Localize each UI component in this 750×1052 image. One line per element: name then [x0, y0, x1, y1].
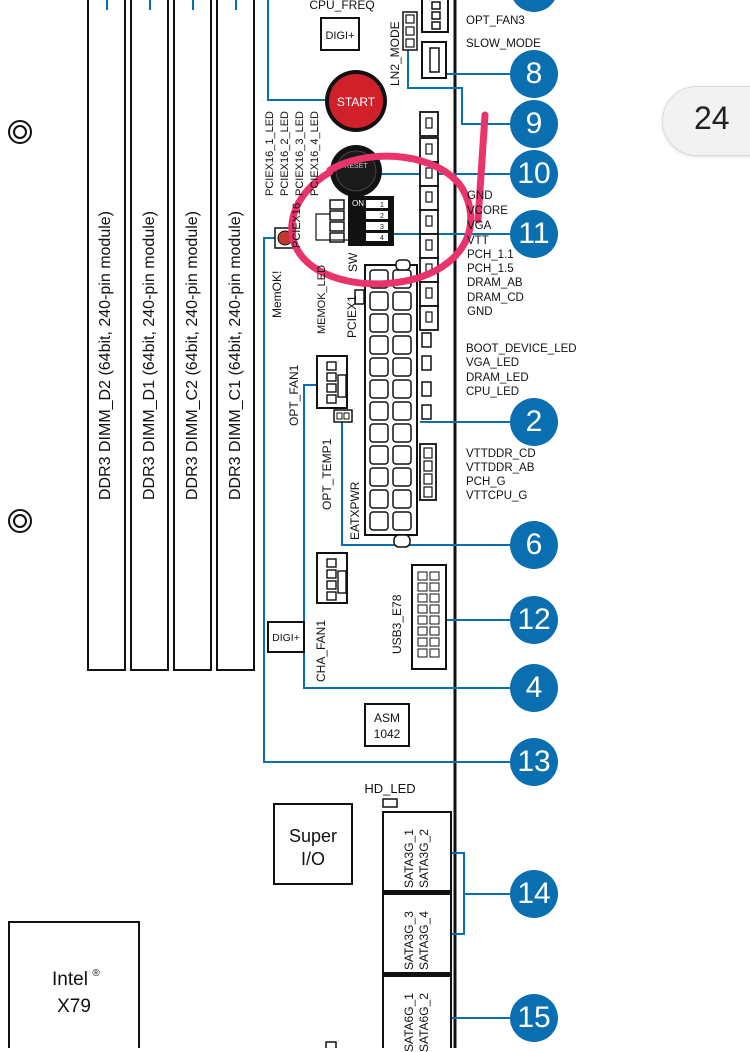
reset-button-label: RESET	[344, 163, 368, 170]
vttddr-cd-label: VTTDDR_CD	[466, 448, 536, 460]
dimm-c1-label: DDR3 DIMM_C1 (64bit, 240-pin module)	[227, 211, 244, 500]
start-button-label: START	[337, 95, 376, 109]
reset-button	[330, 145, 382, 197]
probe-vtt: VTT	[467, 235, 489, 247]
hd-led-label: HD_LED	[364, 781, 415, 796]
cha-fan1-label: CHA_FAN1	[314, 619, 328, 682]
x79-label: X79	[57, 996, 91, 1017]
probe-gnd-top: GND	[467, 190, 493, 202]
sata-connector-1-2	[382, 811, 452, 893]
callout-13: 13	[510, 738, 558, 786]
dip-pos-3: 3	[380, 224, 384, 231]
intel-x79-chip	[8, 921, 140, 1048]
vga-led-label: VGA_LED	[466, 357, 520, 369]
ln2-mode-label: LN2_MODE	[388, 21, 402, 86]
probe-dram-ab: DRAM_AB	[467, 277, 523, 289]
callout-15: 15	[510, 994, 558, 1042]
probe-vga: VGA	[467, 220, 492, 232]
usb3-header	[411, 564, 447, 670]
pciex16-1-led-label: PCIEX16_1_LED	[264, 111, 276, 196]
mounting-hole-icon	[8, 509, 32, 533]
start-button	[325, 70, 387, 132]
probe-pch-1-1: PCH_1.1	[467, 249, 514, 261]
dip-pos-4: 4	[380, 235, 384, 242]
dip-on-label: ON	[352, 199, 364, 208]
probe-vcore: VCORE	[467, 205, 508, 217]
cpu-led-label: CPU_LED	[466, 386, 520, 398]
super-io-label-2: I/O	[301, 849, 325, 869]
memok-label: MemOK!	[270, 270, 284, 318]
pciex1-label: PCIEX1	[345, 295, 359, 338]
dimm-slot-c2	[173, 0, 212, 671]
sata6g-1-label: SATA6G_1	[402, 993, 416, 1052]
dimm-d1-label: DDR3 DIMM_D1 (64bit, 240-pin module)	[141, 211, 158, 500]
cpu-freq-label: CPU_FREQ	[309, 0, 374, 12]
dimm-slot-d2	[87, 0, 126, 671]
usb3-label: USB3_E78	[390, 594, 404, 654]
pch-g-label: PCH_G	[466, 476, 506, 488]
usb3-pins	[417, 571, 440, 658]
callout-8: 8	[510, 50, 558, 98]
eatxpwr-label: EATXPWR	[348, 481, 362, 540]
asm-label-1: ASM	[374, 711, 400, 725]
callout-2: 2	[510, 398, 558, 446]
page-number-tab	[662, 86, 750, 156]
debug-leds	[421, 332, 432, 420]
pciex16-sw-label-b: SW	[346, 252, 360, 272]
hd-led	[382, 798, 398, 808]
page-number: 24	[694, 100, 730, 136]
dip-pos-1: 1	[380, 202, 384, 209]
sata3g-1-label: SATA3G_1	[402, 829, 416, 888]
callout-10: 10	[510, 150, 558, 198]
dimm-d2-label: DDR3 DIMM_D2 (64bit, 240-pin module)	[97, 211, 114, 500]
memok-led-label: MEMOK_LED	[316, 264, 328, 334]
pciex16-3-led-label: PCIEX16_3_LED	[294, 111, 306, 196]
asm-label-2: 1042	[374, 727, 401, 741]
dimm-slot-c1	[216, 0, 255, 671]
opt-temp1-label: OPT_TEMP1	[320, 438, 334, 510]
intel-label: Intel	[52, 969, 88, 990]
callout-4: 4	[510, 664, 558, 712]
asm1042-chip	[364, 703, 410, 747]
callout-14: 14	[510, 870, 558, 918]
dip-pos-2: 2	[380, 213, 384, 220]
vttddr-ab-label: VTTDDR_AB	[466, 462, 535, 474]
sata6g-2-label: SATA6G_2	[417, 993, 431, 1052]
probe-pch-1-5: PCH_1.5	[467, 263, 514, 275]
sata3g-4-label: SATA3G_4	[417, 911, 431, 970]
opt-fan1-label: OPT_FAN1	[287, 364, 301, 426]
vttcpu-g-label: VTTCPU_G	[466, 490, 528, 502]
dimm-c2-label: DDR3 DIMM_C2 (64bit, 240-pin module)	[184, 211, 201, 500]
callout-9: 9	[510, 100, 558, 148]
digi-label-top: DIGI+	[325, 30, 354, 42]
pciex16-sw-label-a: PCIEX16	[291, 202, 303, 248]
memok-led	[354, 289, 365, 305]
pciex16-2-led-label: PCIEX16_2_LED	[279, 111, 291, 196]
sata3g-3-label: SATA3G_3	[402, 911, 416, 970]
intel-registered-mark: ®	[92, 968, 100, 979]
slow-mode-label: SLOW_MODE	[466, 38, 541, 50]
pciex16-4-led-label: PCIEX16_4_LED	[309, 111, 321, 196]
dram-led-label: DRAM_LED	[466, 372, 529, 384]
pciex16-leds	[329, 199, 345, 243]
boot-device-led-label: BOOT_DEVICE_LED	[466, 343, 577, 355]
callout-11: 11	[510, 210, 558, 258]
opt-fan3-label: OPT_FAN3	[466, 15, 525, 27]
probe-gnd-bottom: GND	[467, 306, 493, 318]
sata-connector-6g	[382, 975, 452, 1048]
sata3g-2-label: SATA3G_2	[417, 829, 431, 888]
digi-label-bottom: DIGI+	[272, 632, 300, 644]
digi-chip-top	[320, 17, 360, 51]
probe-dram-cd: DRAM_CD	[467, 292, 524, 304]
callout-6: 6	[510, 521, 558, 569]
sata-connector-3-4	[382, 893, 452, 975]
super-io-label-1: Super	[289, 826, 337, 846]
dimm-slot-d1	[130, 0, 169, 671]
mounting-hole-icon	[8, 120, 32, 144]
annotation-circle	[288, 111, 489, 288]
digi-chip-bottom	[267, 621, 305, 653]
callout-12: 12	[510, 596, 558, 644]
super-io-chip	[273, 803, 353, 885]
